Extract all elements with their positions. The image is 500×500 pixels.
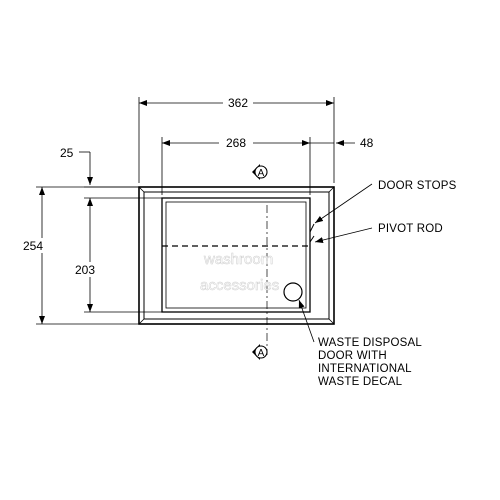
unit-outline bbox=[138, 186, 335, 325]
waste-disposal-line2: DOOR WITH bbox=[318, 350, 387, 362]
door-stops bbox=[309, 223, 315, 243]
overall-width-value: 362 bbox=[228, 96, 248, 110]
section-mark-top: A bbox=[252, 164, 268, 180]
watermark-line2: accessories bbox=[200, 277, 279, 294]
dimension-top-offset: 25 bbox=[60, 146, 162, 199]
callout-door-stops: DOOR STOPS bbox=[314, 180, 457, 224]
door-height-value: 203 bbox=[75, 263, 95, 277]
waste-disposal-line3: INTERNATIONAL bbox=[318, 363, 412, 375]
section-mark-bottom: A bbox=[252, 344, 268, 360]
section-mark-bottom-label: A bbox=[258, 348, 265, 359]
waste-disposal-line4: WASTE DECAL bbox=[318, 376, 403, 388]
dimension-right-offset: 48 bbox=[310, 136, 374, 150]
dimension-overall-height: 254 bbox=[22, 186, 139, 325]
door-width-value: 268 bbox=[226, 136, 246, 150]
dimension-door-width: 268 bbox=[161, 135, 311, 195]
watermark-line1: washroom bbox=[203, 251, 273, 268]
callout-waste-disposal: WASTE DISPOSAL DOOR WITH INTERNATIONAL W… bbox=[298, 299, 422, 388]
section-mark-top-label: A bbox=[258, 168, 265, 179]
waste-disposal-door bbox=[161, 197, 311, 313]
door-stops-label: DOOR STOPS bbox=[378, 180, 457, 192]
overall-height-value: 254 bbox=[23, 239, 43, 253]
top-offset-value: 25 bbox=[60, 146, 74, 160]
waste-disposal-line1: WASTE DISPOSAL bbox=[318, 337, 422, 349]
dimension-overall-width: 362 bbox=[138, 95, 335, 183]
watermark: washroom accessories bbox=[200, 251, 280, 295]
right-offset-value: 48 bbox=[360, 136, 374, 150]
waste-decal-circle bbox=[283, 282, 303, 302]
pivot-rod-label: PIVOT ROD bbox=[378, 223, 443, 235]
dimension-door-height: 203 bbox=[74, 198, 162, 313]
callout-pivot-rod: PIVOT ROD bbox=[314, 223, 443, 244]
